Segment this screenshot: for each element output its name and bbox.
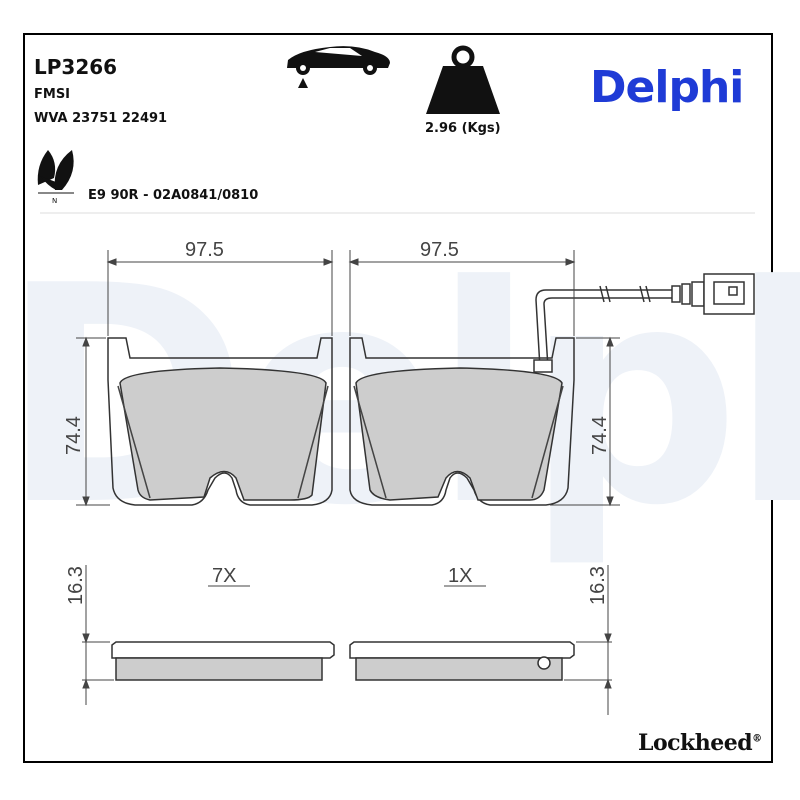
thickness-right-label: 16.3 xyxy=(587,566,609,605)
dimension-lines xyxy=(76,250,620,507)
brand-logo: Delphi xyxy=(590,62,744,113)
qty-right-label: 1X xyxy=(448,565,472,587)
footer-brand: Lockheed® xyxy=(638,730,762,756)
pad-front-right xyxy=(349,337,575,506)
drawing-frame xyxy=(23,33,773,763)
car-lift-icon xyxy=(287,46,390,88)
weight-icon xyxy=(426,45,500,114)
width-right-label: 97.5 xyxy=(420,239,459,261)
thickness-dimension-lines xyxy=(82,565,612,715)
svg-text:N: N xyxy=(52,197,57,205)
weight-value: 2.96 (Kgs) xyxy=(425,121,501,136)
width-left-label: 97.5 xyxy=(185,239,224,261)
footer-brand-name: Lockheed xyxy=(638,730,753,756)
pad-side-right xyxy=(349,641,575,681)
pad-side-left xyxy=(111,641,335,681)
height-right-label: 74.4 xyxy=(589,416,611,455)
thickness-left-label: 16.3 xyxy=(65,566,87,605)
wva-label: WVA 23751 22491 xyxy=(34,111,168,126)
pad-front-left xyxy=(107,337,333,506)
fmsi-label: FMSI xyxy=(34,87,71,102)
registered-mark: ® xyxy=(752,733,762,745)
eco-leaf-icon: N xyxy=(37,150,74,205)
height-left-label: 74.4 xyxy=(63,416,85,455)
qty-left-label: 7X xyxy=(212,565,236,587)
part-number: LP3266 xyxy=(34,55,118,79)
approval-code: E9 90R - 02A0841/0810 xyxy=(88,188,259,203)
wear-sensor xyxy=(533,273,755,373)
